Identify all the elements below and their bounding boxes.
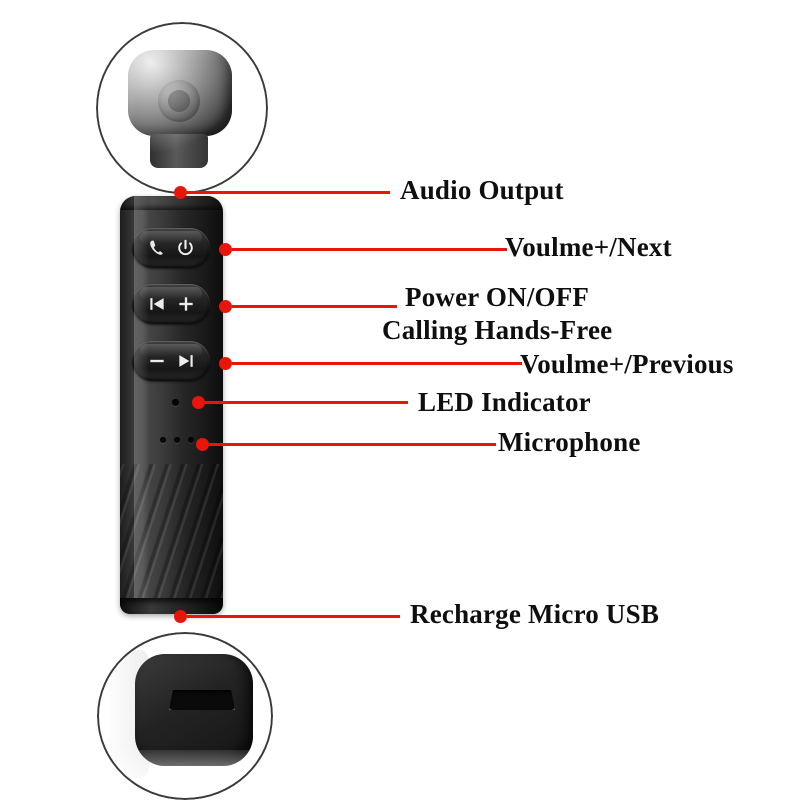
microphone-hole: [174, 437, 180, 443]
phone-handset-icon: [146, 238, 166, 258]
callout-label-recharge-usb: Recharge Micro USB: [410, 599, 660, 629]
button-volume-down-next[interactable]: [132, 341, 210, 381]
callout-label-audio-output: Audio Output: [400, 175, 564, 205]
device-top-cap: [120, 196, 223, 210]
callout-dot-led-indicator: [192, 396, 205, 409]
callout-line-microphone: [209, 443, 496, 446]
callout-dot-microphone: [196, 438, 209, 451]
micro-usb-closeup-inset: [97, 632, 273, 800]
callout-label-microphone: Microphone: [498, 427, 641, 457]
callout-line-led-indicator: [205, 401, 408, 404]
minus-icon: [147, 351, 167, 371]
button-call-power[interactable]: [132, 228, 210, 268]
callout-dot-audio-output: [174, 186, 187, 199]
bluetooth-receiver-body: [120, 196, 223, 614]
skip-previous-icon: [147, 294, 167, 314]
callout-label-power-onoff: Power ON/OFF: [405, 282, 590, 312]
callout-line-volume-prev: [232, 362, 522, 365]
micro-usb-port: [169, 690, 235, 710]
audio-jack-closeup-inset: [96, 22, 268, 194]
inset-highlight-bottom: [117, 750, 253, 792]
callout-line-audio-output: [187, 191, 390, 194]
skip-next-icon: [176, 351, 196, 371]
microphone-hole: [160, 437, 166, 443]
callout-line-volume-next: [232, 248, 507, 251]
callout-dot-volume-prev: [219, 357, 232, 370]
grip-texture: [120, 464, 223, 598]
plus-icon: [176, 294, 196, 314]
device-bottom-cap: [120, 598, 223, 614]
callout-dot-recharge-usb: [174, 610, 187, 623]
callout-label-led-indicator: LED Indicator: [418, 387, 591, 417]
callout-dot-power-onoff: [219, 300, 232, 313]
micro-usb-housing: [135, 654, 253, 766]
callout-dot-volume-next: [219, 243, 232, 256]
callout-line-recharge-usb: [187, 615, 400, 618]
led-indicator-hole: [172, 399, 179, 406]
power-icon: [175, 238, 196, 259]
callout-line-power-onoff: [232, 305, 397, 308]
button-prev-volume-up[interactable]: [132, 284, 210, 324]
callout-label-volume-prev: Voulme+/Previous: [520, 349, 734, 379]
microphone-hole: [188, 437, 194, 443]
callout-label-volume-next: Voulme+/Next: [505, 232, 672, 262]
callout-label-hands-free: Calling Hands-Free: [382, 315, 613, 345]
inset-gloss: [104, 28, 260, 186]
